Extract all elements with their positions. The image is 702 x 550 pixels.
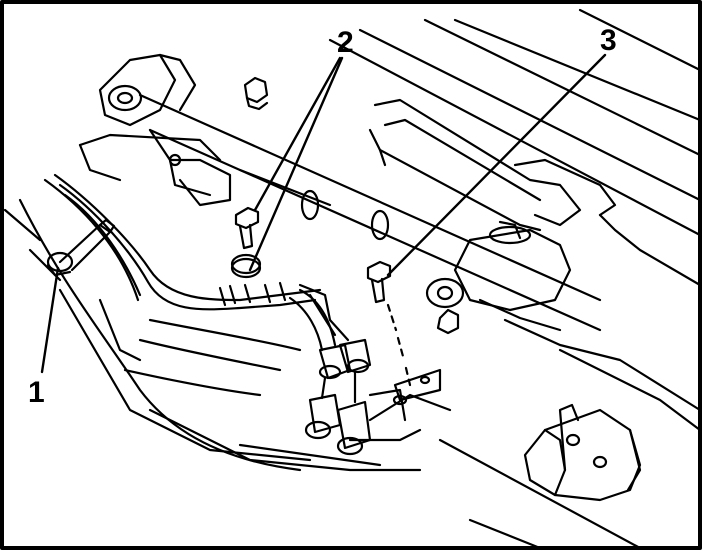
- cable-harness: [43, 173, 350, 397]
- shift-levers: [368, 98, 617, 232]
- bolt-right: [366, 260, 412, 387]
- plug-connectors: [304, 338, 407, 456]
- washer-center: [230, 253, 262, 279]
- callout-3: 3: [600, 24, 617, 57]
- hex-nut-top: [243, 76, 269, 111]
- mounting-plate: [368, 368, 452, 422]
- callout-1: 1: [28, 376, 45, 409]
- pivot-bracket: [78, 53, 232, 207]
- actuator-cylinder: [425, 220, 572, 335]
- bolt-center: [234, 206, 260, 250]
- callout-2: 2: [337, 26, 354, 59]
- cross-shaft: [138, 93, 602, 332]
- side-bracket: [523, 403, 642, 502]
- leader-lines: [40, 53, 607, 374]
- lower-housing: [18, 198, 422, 472]
- hose-fitting: [46, 218, 116, 277]
- frame-rails: [3, 8, 702, 550]
